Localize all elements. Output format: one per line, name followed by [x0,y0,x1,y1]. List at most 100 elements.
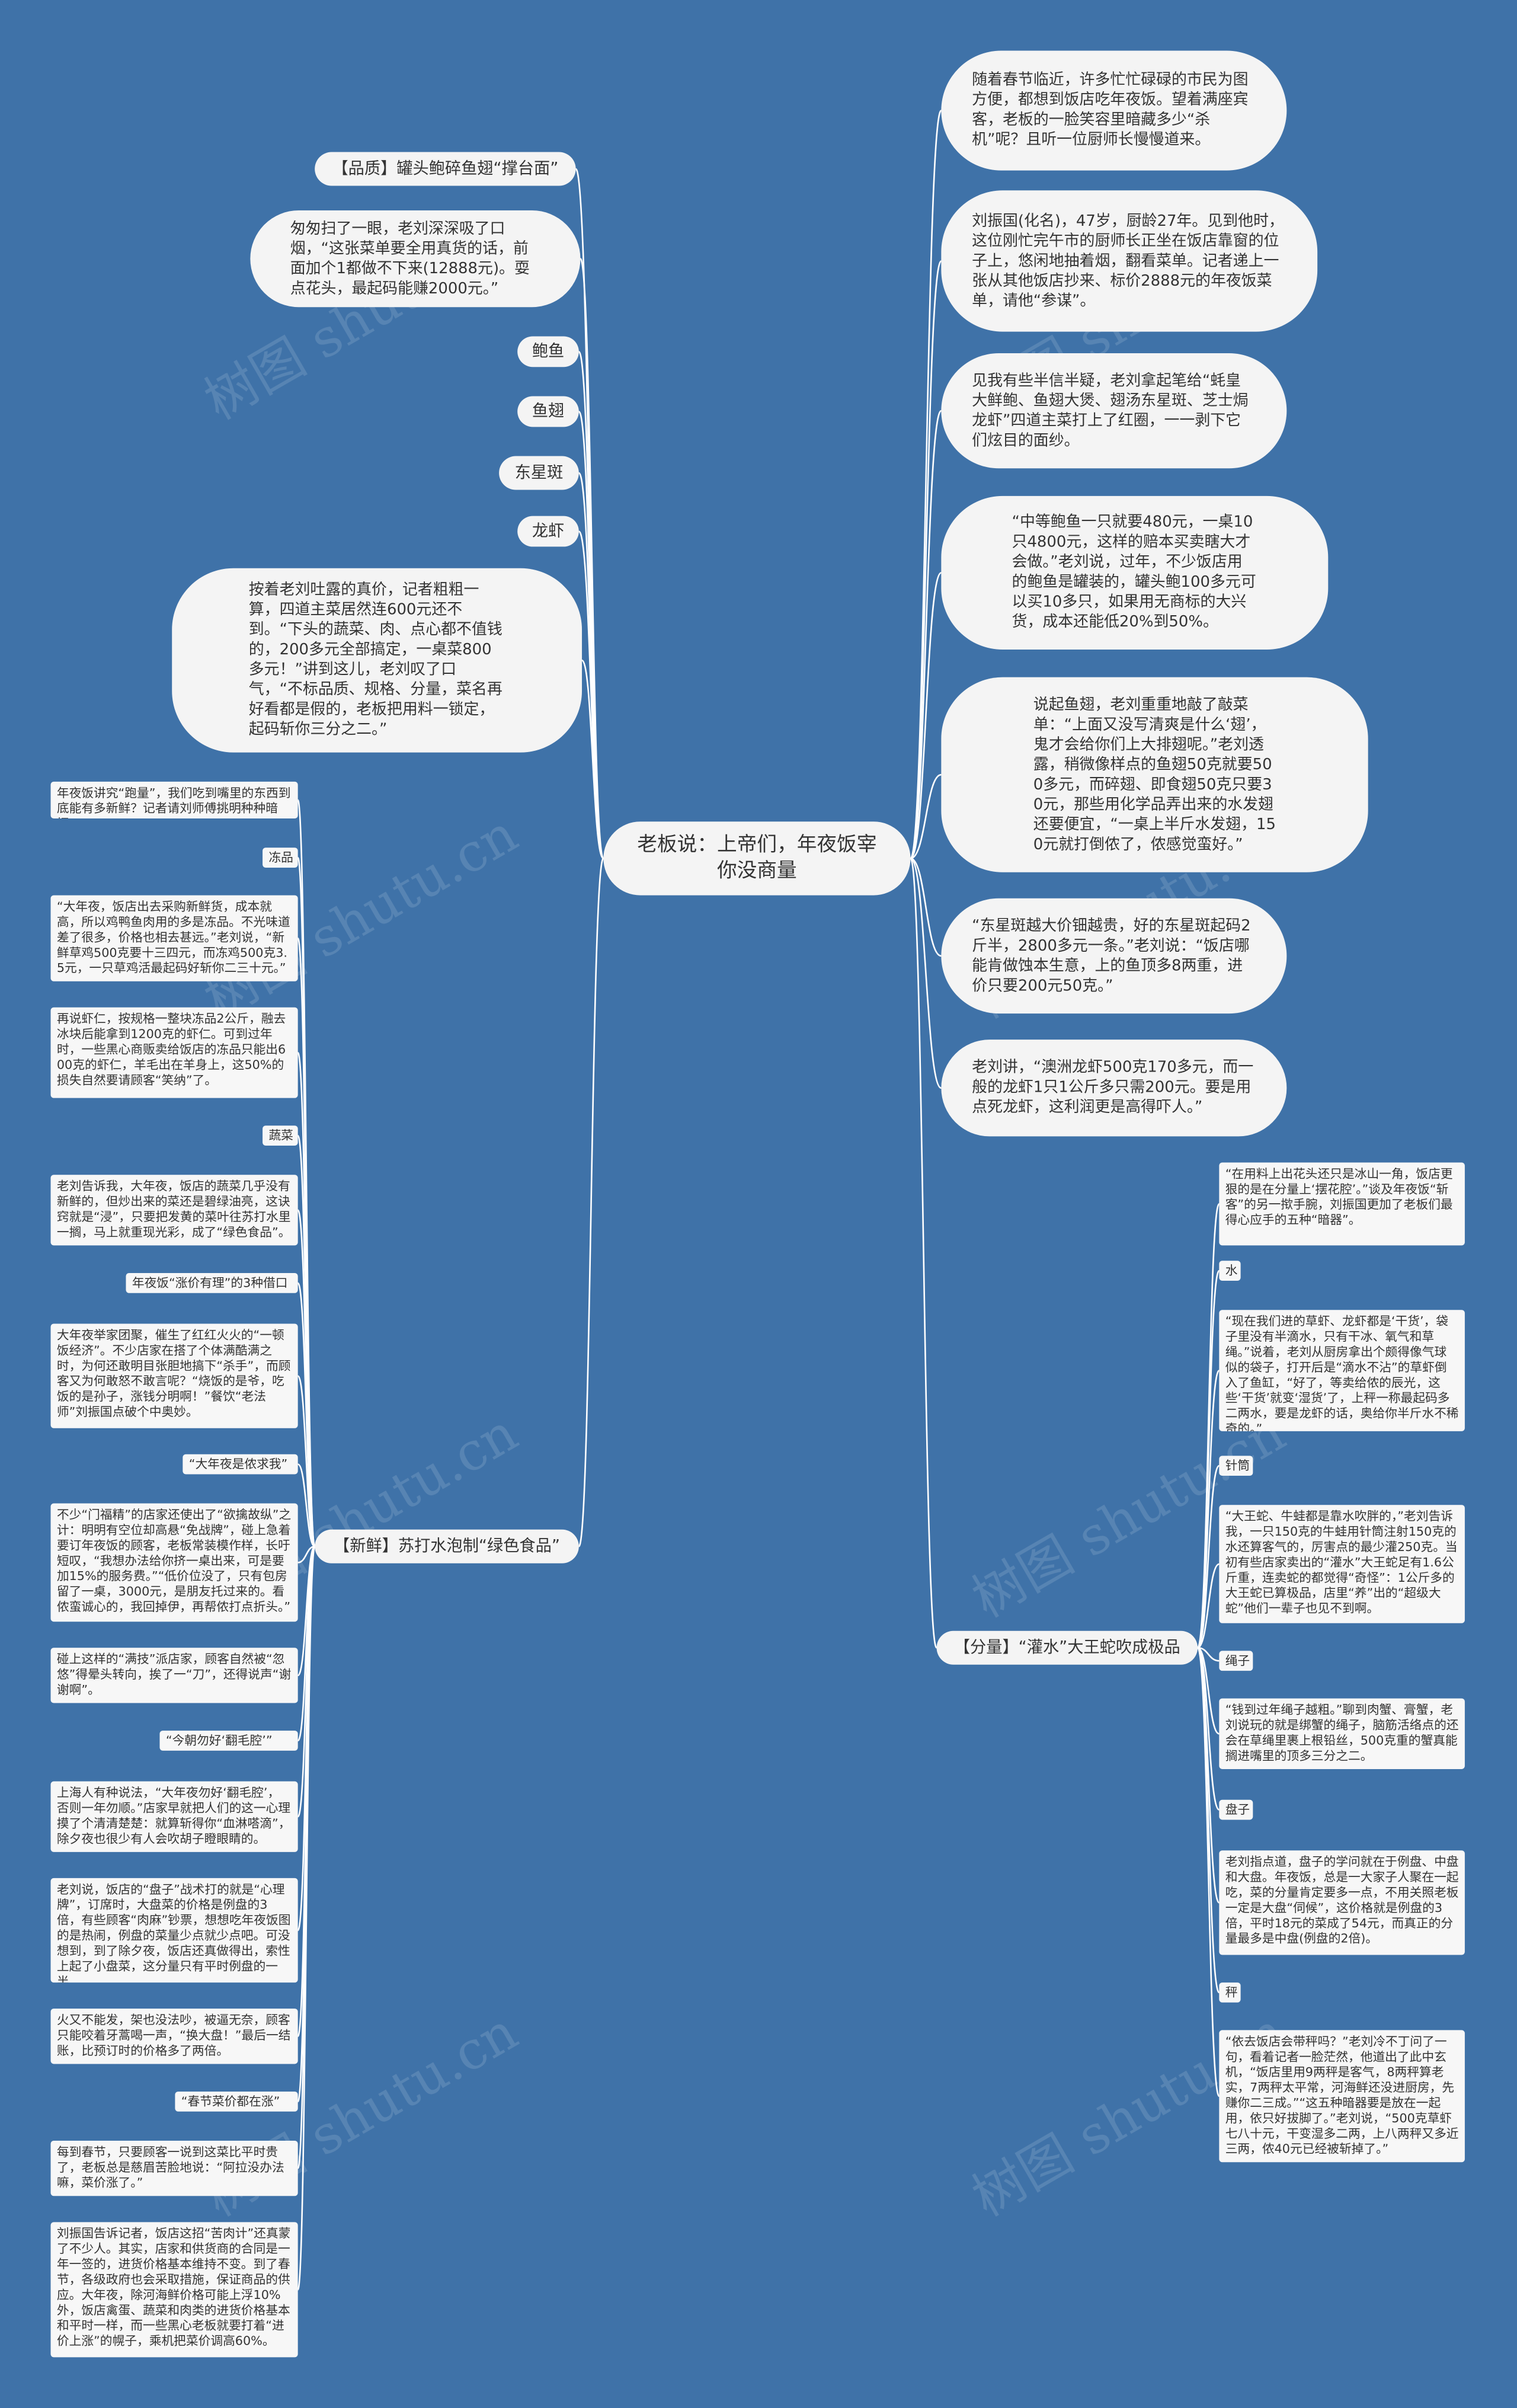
fresh-card: 老刘告诉我，大年夜，饭店的蔬菜几乎没有新鲜的，但炒出来的菜还是碧绿油亮，这诀窍就… [50,1175,298,1246]
qty-tag[interactable]: 水 [1219,1261,1241,1281]
fresh-tag[interactable]: “今朝勿好‘翻毛腔’” [159,1731,298,1751]
fresh-card: 火又不能发，架也没法吵，被逼无奈，顾客只能咬着牙蒿喝一声，“换大盘！”最后一结账… [50,2009,298,2064]
connector-line [910,858,942,1089]
card-text: 再说虾仁，按规格一整块冻品2公斤，融去冰块后能拿到1200克的虾仁。可到过年时，… [56,1012,286,1088]
branch-fresh[interactable]: 【新鲜】苏打水泡制“绿色食品” [315,1529,579,1563]
card-text: 针筒 [1225,1458,1250,1472]
card-text: 蔬菜 [268,1128,293,1142]
qty-tag[interactable]: 针筒 [1219,1456,1253,1476]
central-topic[interactable]: 老板说：上帝们，年夜饭宰你没商量 [603,821,911,896]
grouper-bubble: “东星斑越大价钿越贵，好的东星斑起码2斤半，2800多元一条。”老刘说：“饭店哪… [941,898,1287,1014]
shark-fin-bubble: 说起鱼翅，老刘重重地敲了敲菜单：“上面又没写清爽是什么‘翅’，鬼才会给你们上大排… [941,677,1368,872]
connector-line [910,858,937,1649]
quality-description: 匆匆扫了一眼，老刘深深吸了口烟，“这张菜单要全用真货的话，前面加个1都做不下来(… [250,210,581,308]
four-dishes-bubble: 见我有些半信半疑，老刘拿起笔给“蚝皇大鲜鲍、鱼翅大煲、翅汤东星斑、芝士焗龙虾”四… [941,353,1287,469]
qty-card: “钱到过年绳子越粗。”聊到肉蟹、膏蟹，老刘说玩的就是绑蟹的绳子，脑筋活络点的还会… [1219,1698,1465,1769]
connector-line [910,110,942,859]
card-text: 水 [1225,1263,1238,1277]
fresh-tag[interactable]: 蔬菜 [263,1125,298,1146]
card-text: 年夜饭讲究“跑量”，我们吃到嘴里的东西到底能有多新鲜？记者请刘师傅挑明种种暗招。 [56,786,291,818]
intro-bubble: 随着春节临近，许多忙忙碌碌的市民为图方便，都想到饭店吃年夜饭。望着满座宾客，老板… [941,50,1287,171]
item-lobster[interactable]: 龙虾 [517,516,579,547]
branch-quality[interactable]: 【品质】罐头鲍碎鱼翅“撑台面” [315,152,576,186]
connector-line [1196,1203,1220,1649]
qty-tag[interactable]: 盘子 [1219,1799,1253,1820]
fresh-card: 大年夜举家团聚，催生了红红火火的“一顿饭经济”。不少店家在搭了个体满酷满之时，为… [50,1323,298,1428]
cost-description: 按着老刘吐露的真价，记者粗粗一算，四道主菜居然连600元还不到。“下头的蔬菜、肉… [172,568,583,753]
card-text: “大王蛇、牛蛙都是靠水吹胖的，”老刘告诉我，一只150克的牛蛙用针筒注射150克… [1225,1510,1458,1616]
item-coral-grouper[interactable]: 东星斑 [499,456,579,490]
chef-intro-bubble: 刘振国(化名)，47岁，厨龄27年。见到他时，这位刚忙完午市的厨师长正坐在饭店靠… [941,190,1318,332]
card-text: 绳子 [1225,1653,1250,1667]
fresh-card: 不少“门福精”的店家还使出了“欲擒故纵”之计：明明有空位却高悬“免战牌”，碰上急… [50,1503,298,1622]
qty-card: “在用料上出花头还只是冰山一角，饭店更狠的是在分量上‘摆花腔’。”谈及年夜饭“斩… [1219,1162,1465,1246]
connector-line [1196,1646,1220,2097]
lobster-bubble: 老刘讲，“澳洲龙虾500克170多元，而一般的龙虾1只1公斤多只需200元。要是… [941,1040,1287,1137]
connector-line [297,1545,315,1563]
qty-tag[interactable]: 秤 [1219,1982,1241,2003]
connector-line [297,1545,316,2291]
card-text: 盘子 [1225,1802,1250,1816]
connector-line [910,260,942,859]
connector-line [910,572,942,859]
card-text: 年夜饭“涨价有理”的3种借口 [132,1275,288,1290]
connector-line [910,410,942,859]
card-text: 刘振国告诉记者，饭店这招“苦肉计”还真蒙了不少人。其实，店家和供货商的合同是一年… [56,2227,291,2348]
fresh-card: 刘振国告诉记者，饭店这招“苦肉计”还真蒙了不少人。其实，店家和供货商的合同是一年… [50,2222,298,2358]
branch-quantity[interactable]: 【分量】“灌水”大王蛇吹成极品 [936,1630,1198,1665]
qty-tag[interactable]: 绳子 [1219,1651,1253,1671]
item-abalone[interactable]: 鲍鱼 [517,336,579,367]
card-text: 秤 [1225,1984,1238,1999]
card-text: 上海人有种说法，“大年夜勿好‘翻毛腔’，否则一年勿顺。”店家早就把人们的这一心理… [56,1786,291,1846]
connector-line [578,858,604,1547]
card-text: 老刘说，饭店的“盘子”战术打的就是“心理牌”，订席时，大盘菜的价格是例盘的3倍，… [56,1882,291,1983]
fresh-card: 年夜饭讲究“跑量”，我们吃到嘴里的东西到底能有多新鲜？记者请刘师傅挑明种种暗招。 [50,781,298,819]
fresh-tag[interactable]: “大年夜是侬求我” [183,1454,298,1475]
fresh-tag[interactable]: 年夜饭“涨价有理”的3种借口 [126,1273,298,1293]
card-text: “现在我们进的草虾、龙虾都是‘干货’，袋子里没有半滴水，只有干冰、氧气和草绳。”… [1225,1314,1459,1431]
card-text: “今朝勿好‘翻毛腔’” [165,1733,273,1747]
card-text: 不少“门福精”的店家还使出了“欲擒故纵”之计：明明有空位却高悬“免战牌”，碰上急… [56,1508,292,1614]
connector-line [1196,1464,1220,1649]
card-text: 火又不能发，架也没法吵，被逼无奈，顾客只能咬着牙蒿喝一声，“换大盘！”最后一结账… [56,2013,291,2058]
fresh-card: 每到春节，只要顾客一说到这菜比平时贵了，老板总是慈眉苦脸地说：“阿拉没办法嘛，菜… [50,2140,298,2196]
connector-line [575,168,604,859]
connector-line [581,659,604,859]
card-text: “大年夜是侬求我” [188,1456,288,1470]
fresh-card: 再说虾仁，按规格一整块冻品2公斤，融去冰块后能拿到1200克的虾仁。可到过年时，… [50,1007,298,1098]
card-text: “在用料上出花头还只是冰山一角，饭店更狠的是在分量上‘摆花腔’。”谈及年夜饭“斩… [1225,1167,1453,1227]
card-text: “春节菜价都在涨” [181,2093,280,2108]
connector-line [1197,1646,1220,1662]
fresh-tag[interactable]: 冻品 [263,848,298,868]
item-shark-fin[interactable]: 鱼翅 [517,396,579,427]
connector-line [578,411,604,859]
connector-line [1196,1646,1220,1811]
qty-card: “现在我们进的草虾、龙虾都是‘干货’，袋子里没有半滴水，只有干冰、氧气和草绳。”… [1219,1310,1465,1431]
qty-card: “依去饭店会带秤吗？”老刘冷不丁问了一句，看着记者一脸茫然，他道出了此中玄机，“… [1219,2030,1465,2163]
fresh-tag[interactable]: “春节菜价都在涨” [175,2092,298,2112]
fresh-card: 老刘说，饭店的“盘子”战术打的就是“心理牌”，订席时，大盘菜的价格是例盘的3倍，… [50,1878,298,1983]
fresh-card: “大年夜，饭店出去采购新鲜货，成本就高，所以鸡鸭鱼肉用的多是冻品。不光味道差了很… [50,895,298,981]
connector-line [1196,1269,1220,1649]
card-text: 老刘告诉我，大年夜，饭店的蔬菜几乎没有新鲜的，但炒出来的菜还是碧绿油亮，这诀窍就… [56,1179,291,1240]
card-text: 碰上这样的“满技”派店家，顾客自然被“忽悠”得晕头转向，挨了一“刀”，还得说声“… [56,1652,292,1697]
connector-line [297,1463,316,1547]
card-text: “依去饭店会带秤吗？”老刘冷不丁问了一句，看着记者一脸茫然，他道出了此中玄机，“… [1225,2035,1459,2156]
card-text: 每到春节，只要顾客一说到这菜比平时贵了，老板总是慈眉苦脸地说：“阿拉没办法嘛，菜… [56,2145,284,2190]
connector-line [297,1375,316,1547]
connector-line [1196,1646,1220,1994]
connector-line [910,773,942,859]
card-text: “大年夜，饭店出去采购新鲜货，成本就高，所以鸡鸭鱼肉用的多是冻品。不光味道差了很… [56,900,290,976]
card-text: “钱到过年绳子越粗。”聊到肉蟹、膏蟹，老刘说玩的就是绑蟹的绳子，脑筋活络点的还会… [1225,1703,1459,1763]
fresh-card: 上海人有种说法，“大年夜勿好‘翻毛腔’，否则一年勿顺。”店家早就把人们的这一心理… [50,1781,298,1852]
card-text: 老刘指点道，盘子的学问就在于例盘、中盘和大盘。年夜饭，总是一大家子人聚在一起吃，… [1225,1855,1459,1946]
abalone-bubble: “中等鲍鱼一只就要480元，一桌10只4800元，这样的赔本买卖瞎大才会做。”老… [941,495,1329,650]
qty-card: 老刘指点道，盘子的学问就在于例盘、中盘和大盘。年夜饭，总是一大家子人聚在一起吃，… [1219,1850,1465,1955]
connector-line [1197,1646,1220,1735]
fresh-card: 碰上这样的“满技”派店家，顾客自然被“忽悠”得晕头转向，挨了一“刀”，还得说声“… [50,1648,298,1703]
card-text: 冻品 [268,850,293,864]
card-text: 大年夜举家团聚，催生了红红火火的“一顿饭经济”。不少店家在搭了个体满酷满之时，为… [56,1328,291,1419]
qty-card: “大王蛇、牛蛙都是靠水吹胖的，”老刘告诉我，一只150克的牛蛙用针筒注射150克… [1219,1505,1465,1623]
